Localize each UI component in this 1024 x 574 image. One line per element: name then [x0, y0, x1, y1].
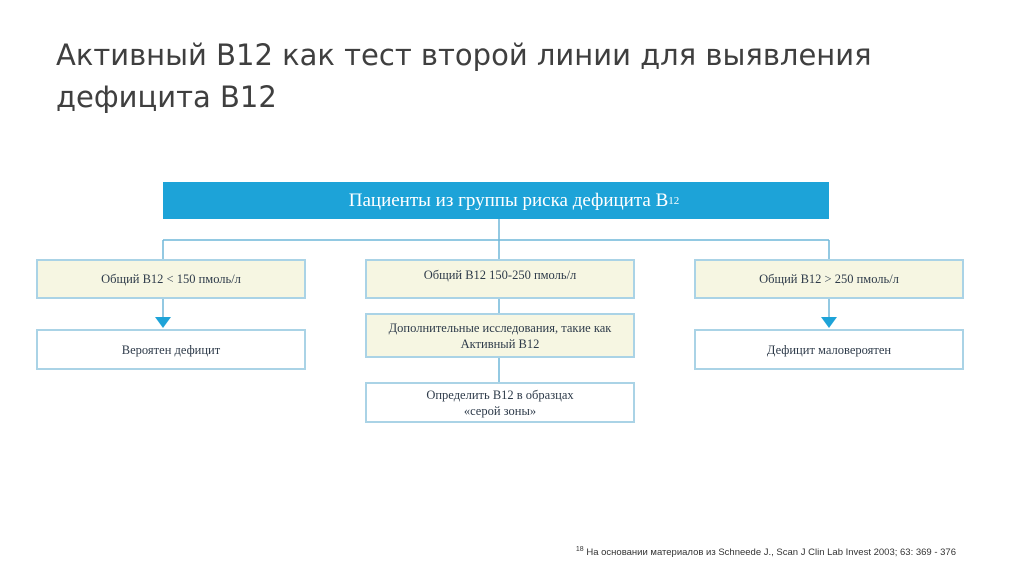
outcome-high-label: Дефицит маловероятен	[766, 342, 892, 357]
arrow-down-icon	[821, 317, 837, 328]
additional-tests-box: Дополнительные исследования, такие как А…	[365, 313, 635, 358]
outcome-low-label: Вероятен дефицит	[121, 342, 221, 357]
outcome-mid-label: Определить B12 в образцах «серой зоны»	[426, 387, 574, 418]
outcome-mid-box: Определить B12 в образцах «серой зоны»	[365, 382, 635, 423]
additional-tests-label: Дополнительные исследования, такие как А…	[388, 320, 612, 351]
arrow-down-icon	[155, 317, 171, 328]
condition-low-label: Общий B12 < 150 пмоль/л	[101, 272, 241, 286]
condition-high-label: Общий B12 > 250 пмоль/л	[759, 272, 899, 286]
condition-mid-box: Общий B12 150-250 пмоль/л	[365, 259, 635, 299]
risk-group-subscript: 12	[668, 194, 680, 207]
condition-low-box: Общий B12 < 150 пмоль/л	[36, 259, 306, 299]
footnote-number: 18	[575, 546, 584, 553]
footnote-text: На основании материалов из Schneede J., …	[583, 547, 956, 559]
condition-high-box: Общий B12 > 250 пмоль/л	[694, 259, 964, 299]
outcome-low-box: Вероятен дефицит	[36, 329, 306, 370]
risk-group-label: Пациенты из группы риска дефицита B	[348, 189, 669, 211]
condition-mid-label: Общий B12 150-250 пмоль/л	[423, 268, 577, 282]
footnote: 18 На основании материалов из Schneede J…	[576, 546, 956, 558]
slide-title: Активный B12 как тест второй линии для в…	[56, 38, 872, 114]
outcome-high-box: Дефицит маловероятен	[694, 329, 964, 370]
